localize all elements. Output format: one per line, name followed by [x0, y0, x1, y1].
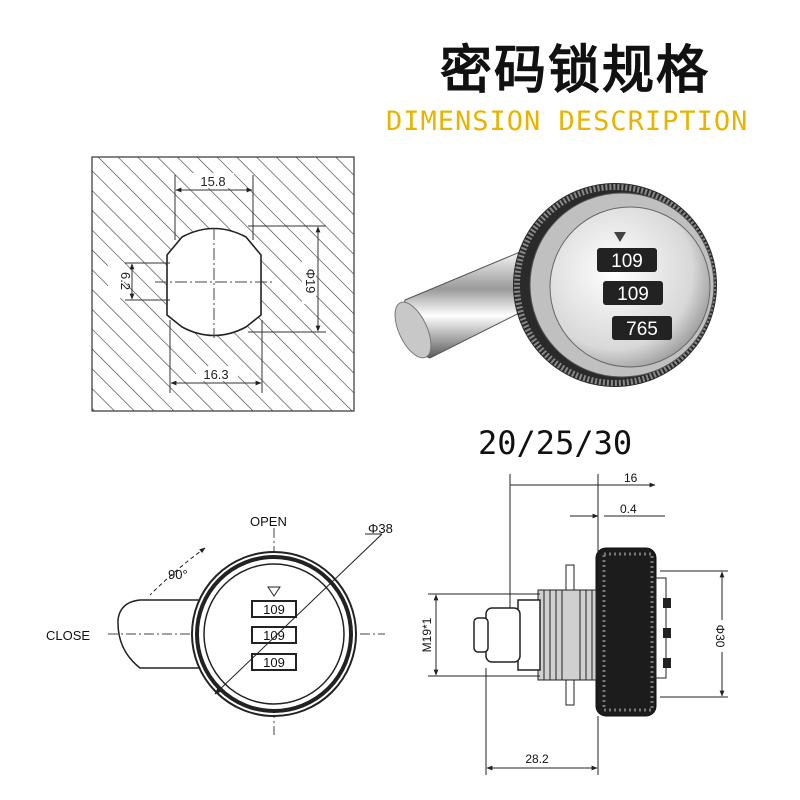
- cutout-dim-left: 6.2: [118, 272, 133, 290]
- front-dial-3: 109: [263, 655, 285, 670]
- angle-label: 90°: [168, 567, 188, 582]
- photo-dial-3: 765: [626, 319, 658, 340]
- front-pointer-icon: [267, 586, 281, 597]
- front-diameter-label: Φ38: [368, 521, 393, 536]
- pointer-triangle-icon: [614, 232, 626, 242]
- page-title: 密码锁规格: [440, 41, 711, 101]
- side-view: 16 0.4 M19*1 Φ3: [420, 471, 730, 775]
- close-label: CLOSE: [46, 628, 90, 643]
- thread-label: M19*1: [420, 617, 434, 652]
- side-dim-top: 16: [624, 471, 638, 485]
- cutout-hole: [166, 227, 262, 337]
- open-label: OPEN: [250, 514, 287, 529]
- page-subtitle: DIMENSION DESCRIPTION: [386, 106, 749, 137]
- length-options: 20/25/30: [478, 424, 633, 462]
- lock-photo: 109 109 765: [394, 183, 717, 387]
- cutout-dim-top: 15.8: [200, 174, 225, 189]
- side-dim-gap: 0.4: [620, 502, 637, 516]
- cutout-dim-right: Φ19: [303, 269, 318, 294]
- front-view: 109 109 109 90° OPEN CLOSE Φ38: [46, 514, 393, 735]
- cutout-drawing: 15.8 16.3 6.2 Φ19: [91, 156, 355, 412]
- cutout-dim-bottom: 16.3: [203, 367, 228, 382]
- side-length-label: 28.2: [525, 752, 549, 766]
- side-diameter-label: Φ30: [713, 625, 727, 648]
- photo-dial-2: 109: [617, 284, 649, 305]
- front-dial-1: 109: [263, 602, 285, 617]
- photo-dial-1: 109: [611, 251, 643, 272]
